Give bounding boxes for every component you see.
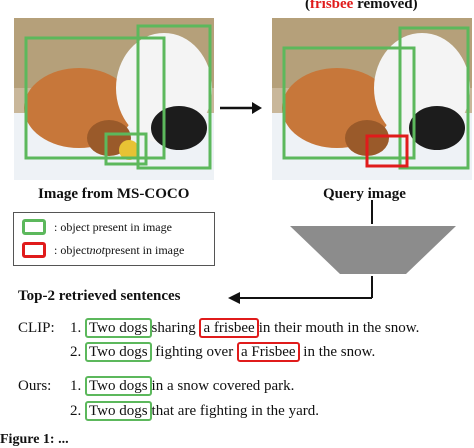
frisbee-bbox: [104, 132, 148, 166]
sentence-text: in a snow covered park.: [151, 378, 295, 394]
sentence-number: 2.: [70, 344, 82, 360]
present-object: Two dogs: [85, 342, 152, 362]
dog2-bbox: [398, 26, 470, 170]
query-title: (frisbee removed): [305, 0, 418, 13]
query-image: [272, 18, 472, 180]
query-image-caption: Query image: [323, 186, 406, 202]
sentence-number: 2.: [70, 403, 82, 419]
sentence-text: in their mouth in the snow.: [258, 320, 420, 336]
absent-object: a Frisbee: [236, 342, 300, 362]
absent-object: a frisbee: [199, 318, 259, 338]
clip-label: CLIP:: [18, 320, 55, 336]
legend-absent-prefix: : object: [54, 242, 90, 257]
source-image: [14, 18, 214, 180]
sentence-text: fighting over: [155, 344, 234, 360]
dog2-bbox: [136, 24, 212, 170]
sentence-number: 1.: [70, 378, 82, 394]
legend-absent: : object not present in image: [22, 242, 184, 258]
legend-present: : object present in image: [22, 219, 172, 235]
sentence-text: sharing: [151, 320, 196, 336]
source-image-caption: Image from MS-COCO: [38, 186, 190, 202]
retrieval-arrow: [228, 200, 373, 304]
legend-absent-emph: not: [89, 242, 105, 257]
present-object: Two dogs: [85, 318, 152, 338]
sentence-text: that are fighting in the yard.: [151, 403, 319, 419]
legend-absent-suffix: present in image: [105, 242, 185, 257]
figure-caption-fragment: Figure 1: ...: [0, 432, 69, 447]
legend-present-label: : object present in image: [54, 219, 172, 234]
encoder-shape: [290, 226, 456, 274]
transform-arrow: [220, 102, 262, 114]
dog1-bbox: [24, 36, 166, 160]
legend: : object present in image : object not p…: [13, 212, 215, 266]
results-heading: Top-2 retrieved sentences: [18, 288, 181, 304]
green-swatch: [22, 219, 46, 235]
sentence-text: in the snow.: [303, 344, 376, 360]
present-object: Two dogs: [85, 376, 152, 396]
ours-label: Ours:: [18, 378, 52, 394]
clip-sentence-2: 2. Two dogs fighting over a Frisbee in t…: [70, 342, 376, 362]
sentence-number: 1.: [70, 320, 82, 336]
dog1-bbox: [282, 46, 416, 160]
paren-open: (: [305, 0, 310, 12]
removed-object-label: frisbee: [310, 0, 354, 12]
frisbee-shape: [119, 140, 139, 160]
removed-object-bbox: [365, 134, 409, 168]
removed-suffix: removed): [353, 0, 418, 12]
present-object: Two dogs: [85, 401, 152, 421]
red-swatch: [22, 242, 46, 258]
